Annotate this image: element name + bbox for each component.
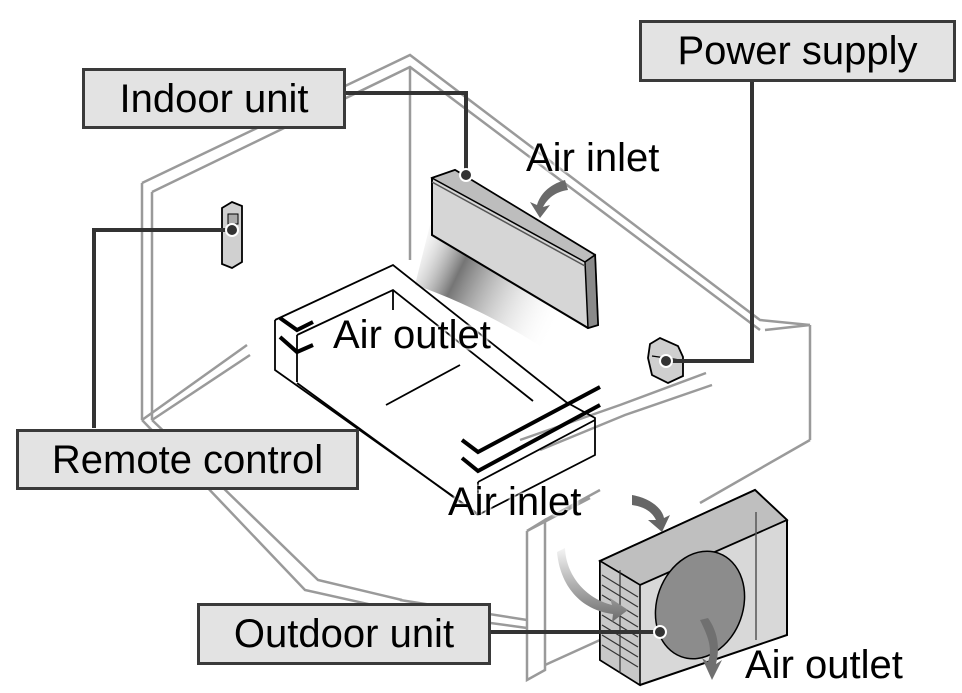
indoor-unit	[430, 168, 600, 330]
power-supply-label-text: Power supply	[677, 29, 918, 73]
sofa-outlet-mark-1	[278, 316, 314, 333]
outdoor-air-inlet-arrow-top	[632, 495, 670, 532]
remote-control-label-text: Remote control	[51, 437, 324, 482]
sofa-inlet-mark-1	[460, 385, 601, 455]
outdoor-unit	[598, 488, 789, 687]
indoor-unit-pointer-dot	[459, 168, 473, 182]
indoor-air-inlet-arrow	[530, 180, 568, 218]
power-supply-pointer-dot	[659, 354, 673, 368]
outdoor-unit-pointer-dot	[653, 625, 667, 639]
indoor-unit-label: Indoor unit	[82, 68, 346, 129]
remote-control-label: Remote control	[16, 429, 359, 490]
remote-control-pointer-dot	[225, 223, 239, 237]
power-supply-label: Power supply	[639, 20, 956, 82]
outdoor-unit-label: Outdoor unit	[197, 603, 491, 665]
indoor-air-inlet-label: Air inlet	[526, 136, 660, 180]
outdoor-air-inlet-arrow-side	[557, 548, 628, 622]
indoor-air-outlet-label: Air outlet	[333, 313, 491, 357]
outdoor-air-outlet-label: Air outlet	[745, 643, 903, 687]
indoor-air-outlet-flow	[415, 225, 580, 360]
remote-control-leader	[92, 228, 232, 428]
indoor-unit-leader	[345, 91, 468, 175]
power-supply-leader	[666, 81, 754, 363]
sofa-inlet-mark-2	[460, 403, 601, 474]
outdoor-unit-label-text: Outdoor unit	[233, 612, 455, 656]
sofa-outlet-mark-2	[278, 335, 314, 355]
outdoor-air-inlet-label: Air inlet	[448, 480, 582, 524]
sofa	[274, 263, 596, 516]
outdoor-air-outlet-arrow	[700, 618, 722, 680]
indoor-unit-label-text: Indoor unit	[119, 76, 309, 121]
